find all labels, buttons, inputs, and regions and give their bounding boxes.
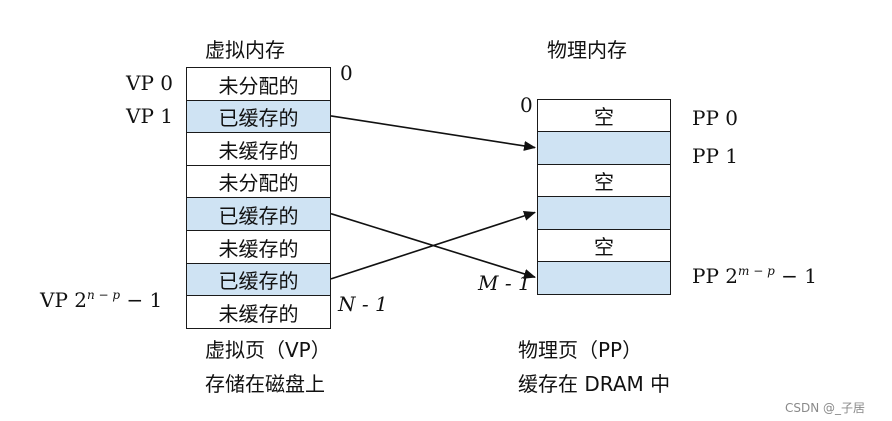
vm-caption-line1: 虚拟页（VP） [205,338,331,362]
pp-label-1: PP 1 [692,144,738,168]
pp-last-exponent: m − p [738,264,775,278]
mapping-arrow-0 [330,115,536,151]
physical-memory-title: 物理内存 [547,38,627,62]
pp-last-base: PP 2 [692,264,738,288]
physical-page-2: 空 [537,163,671,198]
pm-caption-line1: 物理页（PP） [518,338,643,362]
virtual-page-4: 已缓存的 [186,197,331,232]
vp-label-0: VP 0 [126,71,173,95]
vm-top-index: 0 [340,61,353,85]
pp-label-0: PP 0 [692,106,738,130]
vp-last-base: VP 2 [40,288,87,312]
vp-label-last: VP 2n − p − 1 [40,288,162,312]
physical-page-4: 空 [537,228,671,263]
virtual-memory-title: 虚拟内存 [205,38,285,62]
vp-label-1: VP 1 [126,104,173,128]
vp-last-exponent: n − p [86,288,121,302]
physical-page-0: 空 [537,99,671,133]
vm-caption-line2: 存储在磁盘上 [205,372,325,396]
virtual-page-5: 未缓存的 [186,230,331,265]
virtual-page-7: 未缓存的 [186,295,331,330]
pm-bottom-index: M - 1 [478,271,531,295]
physical-page-1 [537,131,671,166]
pm-top-index: 0 [520,93,533,117]
pp-last-suffix: − 1 [781,264,817,288]
watermark: CSDN @_子居 [785,401,866,415]
vp-last-suffix: − 1 [126,288,163,312]
virtual-page-6: 已缓存的 [186,262,331,297]
mapping-arrow-2 [330,211,536,280]
virtual-page-3: 未分配的 [186,164,331,199]
vm-bottom-index: N - 1 [338,292,388,316]
physical-page-5 [537,261,671,295]
virtual-page-1: 已缓存的 [186,99,331,134]
pp-label-last: PP 2m − p − 1 [692,264,817,288]
pm-caption-line2: 缓存在 DRAM 中 [518,372,671,396]
